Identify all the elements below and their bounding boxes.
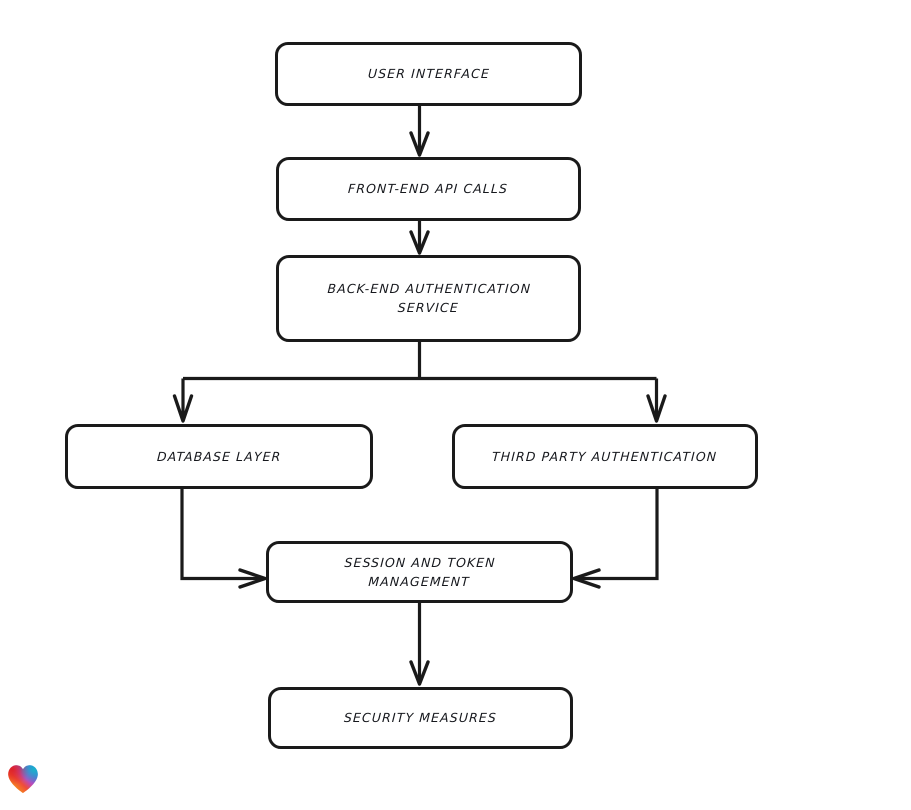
edge-database-layer-to-session-token xyxy=(180,489,262,581)
node-backend-auth-label: BACK-END AUTHENTICATION SERVICE xyxy=(326,281,532,316)
edge-third-party-auth-to-session-token xyxy=(577,489,659,581)
arrowhead-database-layer xyxy=(172,394,194,423)
arrowhead-frontend-api xyxy=(409,131,430,157)
arrowhead-third-party-auth xyxy=(646,394,667,423)
node-session-token-label: SESSION AND TOKEN MANAGEMENT xyxy=(343,554,497,589)
heart-icon xyxy=(8,765,38,793)
node-database-layer-label: DATABASE LAYER xyxy=(156,448,282,464)
arrowhead-security xyxy=(409,660,430,686)
node-third-party-auth-label: THIRD PARTY AUTHENTICATION xyxy=(492,448,718,464)
node-frontend-api-label: FRONT-END API CALLS xyxy=(348,181,509,197)
node-security-label: SECURITY MEASURES xyxy=(343,710,498,726)
node-user-interface[interactable]: USER INTERFACE xyxy=(275,42,582,106)
node-user-interface-label: USER INTERFACE xyxy=(367,66,490,82)
node-frontend-api[interactable]: FRONT-END API CALLS xyxy=(276,157,581,221)
arrowhead-session-token-right xyxy=(572,568,601,589)
arrowhead-backend-auth xyxy=(409,230,430,255)
arrowhead-session-token-left xyxy=(238,568,267,589)
node-session-token[interactable]: SESSION AND TOKEN MANAGEMENT xyxy=(266,541,573,603)
node-security[interactable]: SECURITY MEASURES xyxy=(268,687,573,749)
node-database-layer[interactable]: DATABASE LAYER xyxy=(65,424,373,489)
node-backend-auth[interactable]: BACK-END AUTHENTICATION SERVICE xyxy=(276,255,581,342)
node-third-party-auth[interactable]: THIRD PARTY AUTHENTICATION xyxy=(452,424,758,489)
